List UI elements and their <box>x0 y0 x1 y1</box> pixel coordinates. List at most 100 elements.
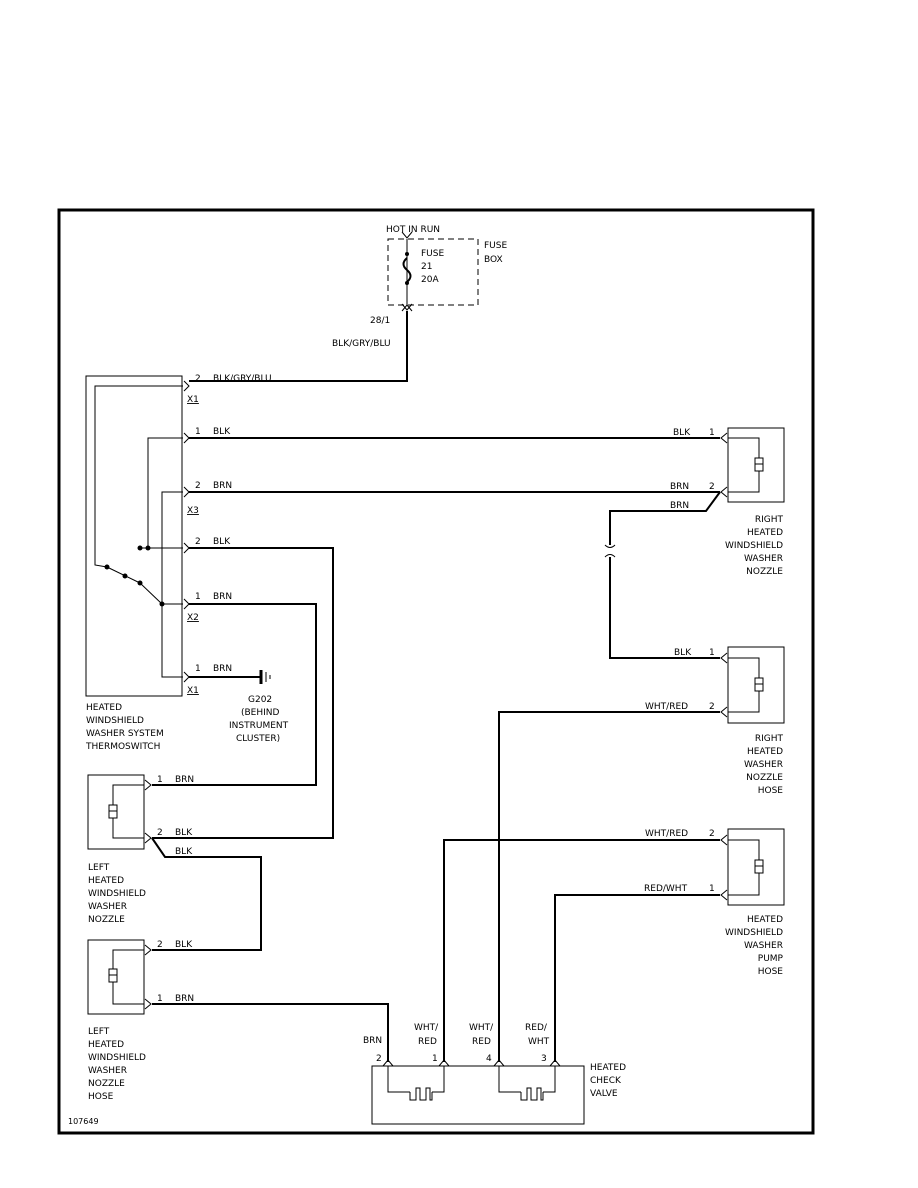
right-nozzle-pin-1: 1 <box>709 428 715 438</box>
pump-hose: 2 WHT/RED 1 RED/WHT HEATED WINDSHIELD WA… <box>644 828 785 977</box>
left-nozzle-jumper-wire: BLK <box>175 847 193 857</box>
thermoswitch-wire-d: BLK <box>213 537 231 547</box>
fuse-21-symbol <box>402 257 412 283</box>
ground-location-2: INSTRUMENT <box>229 721 289 731</box>
right-hose-name-2: HEATED <box>747 747 783 757</box>
left-hose-name-6: HOSE <box>88 1092 114 1102</box>
right-hose-pin-1: 1 <box>709 648 715 658</box>
left-nozzle-name-4: WASHER <box>88 902 127 912</box>
thermoswitch-connector-x1-bottom: X1 <box>187 686 199 696</box>
ground-name: G202 <box>248 695 272 705</box>
pump-hose-wire-2: WHT/RED <box>645 829 688 839</box>
right-hose-wire-1: BLK <box>674 648 692 658</box>
right-nozzle-jumper-wire: BRN <box>670 501 689 511</box>
thermoswitch-connector-x1-top: X1 <box>187 395 199 405</box>
check-valve-wire-pin3-b: WHT <box>528 1037 550 1047</box>
pump-hose-name-3: WASHER <box>744 941 783 951</box>
thermoswitch-wire-a: BLK/GRY/BLU <box>213 374 272 384</box>
thermoswitch-pin-d: 2 <box>195 537 201 547</box>
thermoswitch: X1 X3 X2 X1 2 BLK/GRY/BLU 1 BLK 2 BRN 2 … <box>85 374 272 752</box>
check-valve-heater-b-icon <box>520 1087 544 1101</box>
right-nozzle-wire-2: BRN <box>670 482 689 492</box>
right-hose-wire-2: WHT/RED <box>645 702 688 712</box>
right-hose-name-1: RIGHT <box>755 734 784 744</box>
figure-id: 107649 <box>68 1117 99 1126</box>
pump-hose-pin-2: 2 <box>709 829 715 839</box>
check-valve: 2 1 4 3 BRN WHT/ RED WHT/ RED RED/ WHT H… <box>363 1023 626 1125</box>
check-valve-name-3: VALVE <box>590 1089 618 1099</box>
thermoswitch-connector-x3: X3 <box>187 506 199 516</box>
left-hose-wire-1: BRN <box>175 994 194 1004</box>
fuse-box: HOT IN RUN FUSE 21 20A FUSE BOX 28/1 BLK… <box>332 225 507 349</box>
right-nozzle-name-1: RIGHT <box>755 515 784 525</box>
left-hose-pin-2: 2 <box>157 940 163 950</box>
left-nozzle: 1 BRN 2 BLK BLK LEFT HEATED WINDSHIELD W… <box>87 774 194 925</box>
left-nozzle-name-5: NOZZLE <box>88 915 125 925</box>
left-hose-name-4: WASHER <box>88 1066 127 1076</box>
fuse-box-outline <box>387 238 479 306</box>
right-hose-name-4: NOZZLE <box>746 773 783 783</box>
check-valve-wire-pin2: BRN <box>363 1036 382 1046</box>
right-hose-name-5: HOSE <box>758 786 784 796</box>
right-nozzle-wire-1: BLK <box>673 428 691 438</box>
thermoswitch-pin-a: 2 <box>195 374 201 384</box>
right-nozzle-pin-2: 2 <box>709 482 715 492</box>
check-valve-pin-3: 3 <box>541 1054 547 1064</box>
thermoswitch-name-2: WINDSHIELD <box>86 716 144 726</box>
fuse-box-label-1: FUSE <box>484 241 507 251</box>
left-nozzle-name-1: LEFT <box>88 863 110 873</box>
fuse-box-output-wire: BLK/GRY/BLU <box>332 339 391 349</box>
fuse-label: FUSE <box>421 249 444 259</box>
thermoswitch-wire-b: BLK <box>213 427 231 437</box>
check-valve-name-2: CHECK <box>590 1076 622 1086</box>
left-hose-name-2: HEATED <box>88 1040 124 1050</box>
thermoswitch-wire-f: BRN <box>213 664 232 674</box>
check-valve-pin-4: 4 <box>486 1054 492 1064</box>
check-valve-name-1: HEATED <box>590 1063 626 1073</box>
ground-location-1: (BEHIND <box>241 708 280 718</box>
check-valve-wire-pin3-a: RED/ <box>525 1023 548 1033</box>
thermoswitch-name-4: THERMOSWITCH <box>85 742 160 752</box>
left-nozzle-name-3: WINDSHIELD <box>88 889 146 899</box>
thermoswitch-name-1: HEATED <box>86 703 122 713</box>
right-nozzle-name-5: NOZZLE <box>746 567 783 577</box>
ground-g202: G202 (BEHIND INSTRUMENT CLUSTER) <box>189 670 289 744</box>
left-hose-pin-1: 1 <box>157 994 163 1004</box>
right-nozzle-name-2: HEATED <box>747 528 783 538</box>
left-hose-name-3: WINDSHIELD <box>88 1053 146 1063</box>
wires <box>151 311 721 1062</box>
check-valve-wire-pin4-a: WHT/ <box>469 1023 494 1033</box>
ground-location-3: CLUSTER) <box>236 734 280 744</box>
right-nozzle-name-4: WASHER <box>744 554 783 564</box>
pump-hose-pin-1: 1 <box>709 884 715 894</box>
check-valve-wire-pin1-b: RED <box>418 1037 437 1047</box>
thermoswitch-pin-f: 1 <box>195 664 201 674</box>
fuse-box-label-2: BOX <box>484 255 503 265</box>
pump-hose-name-2: WINDSHIELD <box>725 928 783 938</box>
left-nozzle-hose: 2 BLK 1 BRN LEFT HEATED WINDSHIELD WASHE… <box>87 939 194 1102</box>
thermoswitch-pin-b: 1 <box>195 427 201 437</box>
fuse-number: 21 <box>421 262 432 272</box>
check-valve-pin-1: 1 <box>432 1054 438 1064</box>
check-valve-heater-a-icon <box>409 1087 433 1101</box>
thermoswitch-pin-e: 1 <box>195 592 201 602</box>
thermoswitch-wire-c: BRN <box>213 481 232 491</box>
right-nozzle-name-3: WINDSHIELD <box>725 541 783 551</box>
diagram-frame <box>57 208 815 1135</box>
check-valve-wire-pin4-b: RED <box>472 1037 491 1047</box>
left-hose-name-1: LEFT <box>88 1027 110 1037</box>
pump-hose-name-5: HOSE <box>758 967 784 977</box>
check-valve-pin-2: 2 <box>376 1054 382 1064</box>
left-nozzle-wire-2: BLK <box>175 828 193 838</box>
left-nozzle-name-2: HEATED <box>88 876 124 886</box>
left-nozzle-wire-1: BRN <box>175 775 194 785</box>
fuse-rating: 20A <box>421 275 439 285</box>
right-nozzle: 1 BLK 2 BRN BRN RIGHT HEATED WINDSHIELD … <box>670 427 785 577</box>
hot-in-run-label: HOT IN RUN <box>386 225 440 235</box>
thermoswitch-pin-c: 2 <box>195 481 201 491</box>
fuse-box-terminal: 28/1 <box>370 316 390 326</box>
thermoswitch-name-3: WASHER SYSTEM <box>86 729 164 739</box>
pump-hose-wire-1: RED/WHT <box>644 884 688 894</box>
pump-hose-name-1: HEATED <box>747 915 783 925</box>
